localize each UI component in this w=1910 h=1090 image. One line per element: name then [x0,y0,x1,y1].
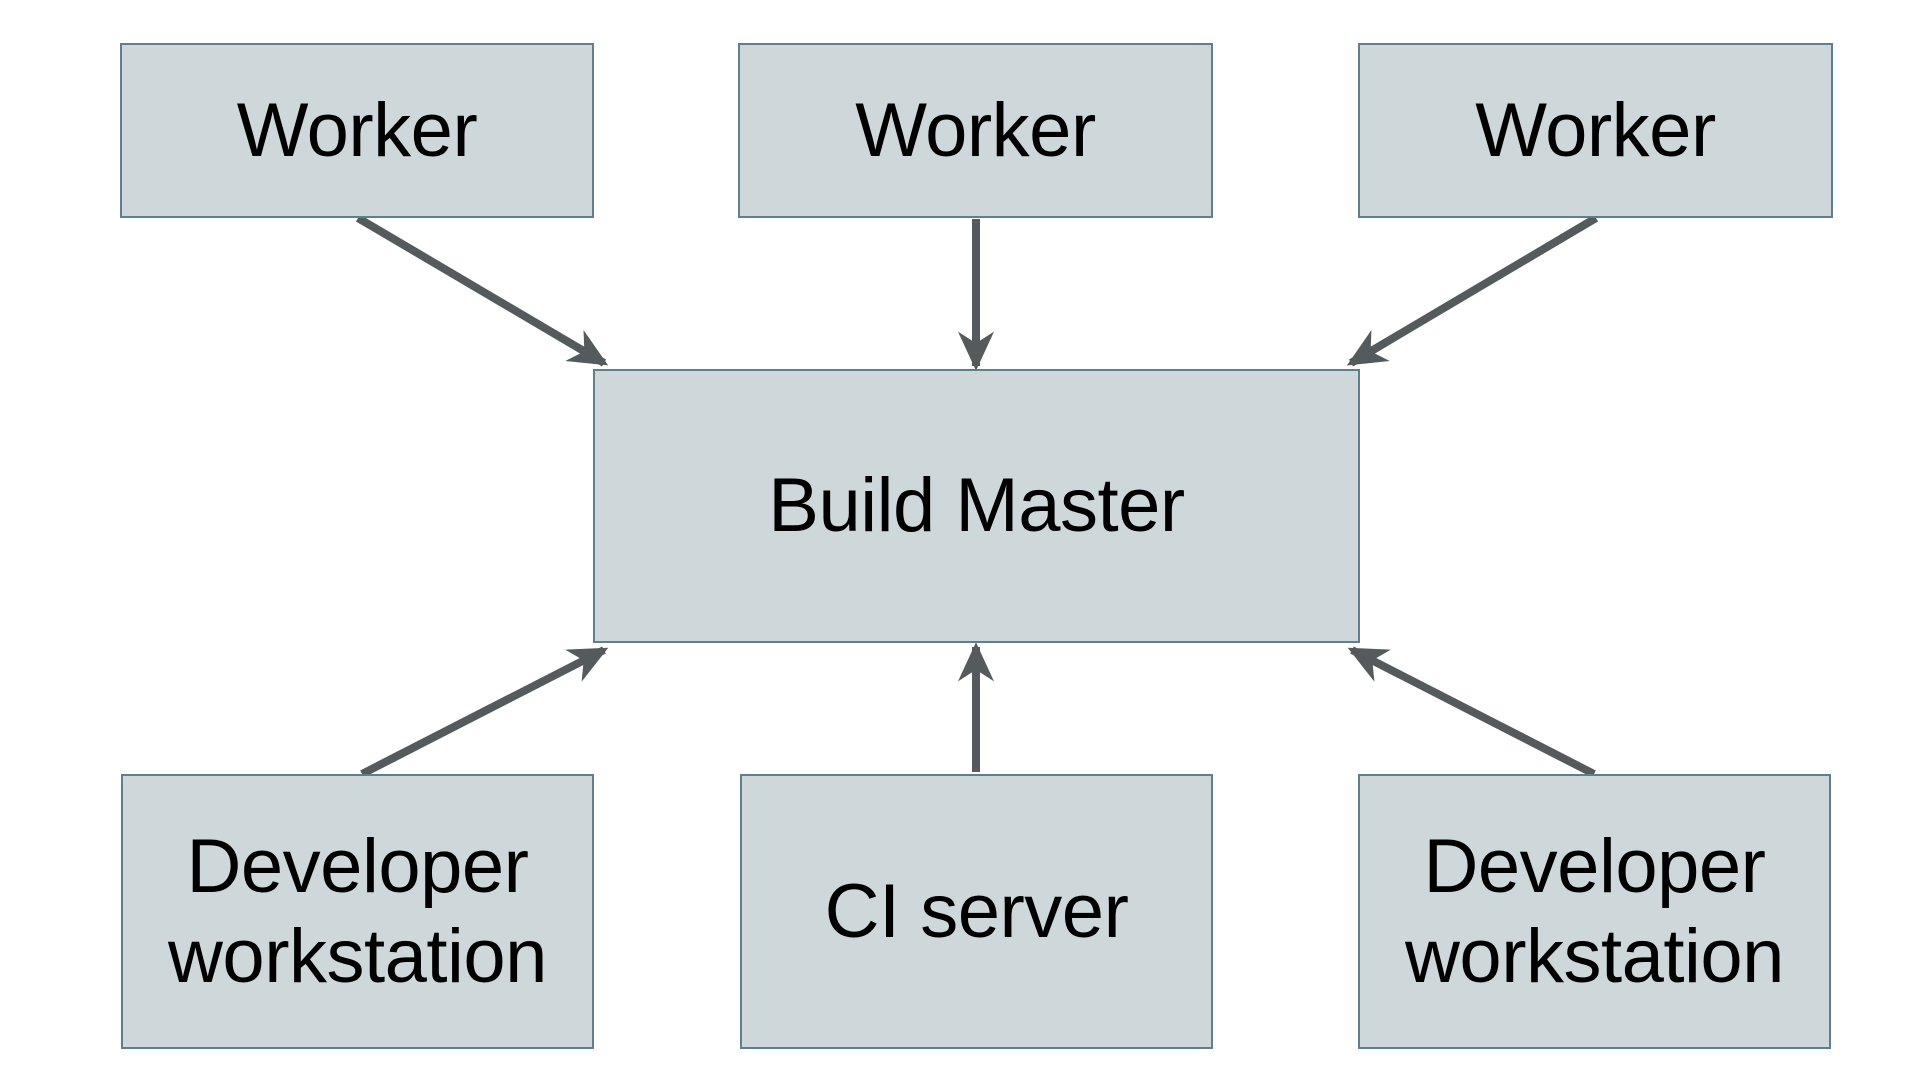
edge-worker-1-to-build-master [355,214,609,367]
node-ci-server-label: CI server [824,868,1129,954]
edge-dev-workstation-right-to-build-master [1347,646,1596,778]
node-build-master-label: Build Master [768,463,1185,549]
node-worker-2-label: Worker [855,87,1096,173]
node-worker-1-label: Worker [236,87,478,173]
node-worker-2[interactable]: Worker [738,43,1213,218]
node-developer-workstation-left[interactable]: Developer workstation [121,774,594,1049]
node-developer-workstation-right[interactable]: Developer workstation [1358,774,1831,1049]
node-worker-3-label: Worker [1475,87,1716,173]
node-ci-server[interactable]: CI server [740,774,1213,1049]
node-worker-3[interactable]: Worker [1358,43,1833,218]
edge-worker-3-to-build-master [1346,214,1599,367]
node-worker-1[interactable]: Worker [120,43,594,218]
edge-dev-workstation-left-to-build-master [360,646,609,778]
node-build-master[interactable]: Build Master [593,369,1360,643]
node-developer-workstation-left-label: Developer workstation [168,823,547,999]
node-developer-workstation-right-label: Developer workstation [1405,823,1784,999]
